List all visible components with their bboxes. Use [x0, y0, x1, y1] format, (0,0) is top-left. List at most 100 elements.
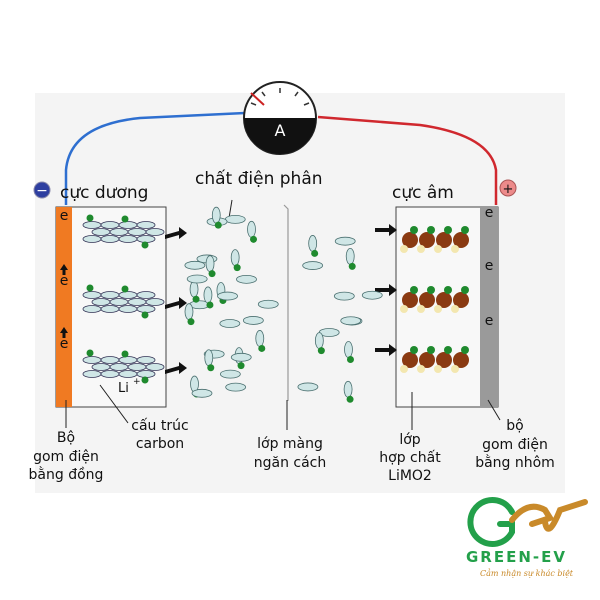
carbon-hexagon [118, 305, 138, 313]
carbon-hexagon [82, 356, 102, 364]
solvent-molecule [308, 235, 318, 252]
carbon-hexagon [82, 291, 102, 299]
lithium-ion [348, 262, 356, 270]
carbon-hexagon [136, 235, 156, 243]
solvent-molecule [184, 303, 194, 321]
solvent-molecule [361, 290, 383, 300]
solvent-molecule [236, 274, 257, 284]
carbon-hexagon [118, 235, 138, 243]
carbon-hexagon [136, 221, 156, 229]
positive-wire [317, 115, 498, 205]
positive-terminal-icon [499, 179, 517, 197]
electron-symbol: e [60, 273, 69, 289]
arrow-up-icon [60, 327, 68, 338]
lithium-ion [250, 235, 258, 243]
carbon-hexagon [100, 291, 120, 299]
metal-oxide-atom [402, 352, 418, 368]
solvent-molecule [189, 280, 199, 298]
carbon-hexagon [100, 356, 120, 364]
lithium-atom [86, 284, 94, 292]
arrow-icon [165, 227, 187, 239]
solvent-molecule [186, 274, 208, 284]
lithium-ion-label: Li [118, 381, 129, 396]
solvent-molecule [257, 299, 279, 309]
carbon-hexagon [100, 221, 120, 229]
oxygen-atom [417, 305, 425, 313]
lithium-ion [237, 362, 245, 370]
oxygen-atom [451, 365, 459, 373]
oxygen-atom [400, 305, 408, 313]
ammeter-label: A [275, 121, 286, 140]
negative-sign: − [36, 183, 48, 199]
lithium-atom [86, 349, 94, 357]
metal-oxide-atom [402, 292, 418, 308]
lithium-ion [258, 344, 266, 352]
carbon-hexagon [127, 363, 147, 371]
electron-symbol: e [60, 336, 69, 352]
solvent-molecule [302, 261, 324, 270]
lithium-ion [317, 347, 325, 355]
solvent-molecule [333, 291, 355, 301]
metal-oxide-atom [453, 292, 469, 308]
lithium-atom [427, 286, 435, 294]
metal-oxide-atom [453, 232, 469, 248]
oxygen-atom [434, 365, 442, 373]
lithium-ion [214, 221, 222, 229]
lithium-ion [311, 249, 319, 257]
solvent-molecule [297, 382, 319, 392]
carbon-hexagon [91, 298, 111, 306]
logo-name: GREEN-EV [466, 548, 567, 566]
lithium-atom [86, 214, 94, 222]
carbon-hexagon [127, 298, 147, 306]
solvent-molecule [219, 369, 241, 379]
separator-membrane [283, 204, 289, 401]
metal-oxide-atom [419, 352, 435, 368]
carbon-hexagon [82, 235, 102, 243]
carbon-hexagon [91, 228, 111, 236]
lithium-atom [410, 226, 418, 234]
limo2-label-3: LiMO2 [388, 468, 432, 484]
metal-oxide-atom [436, 292, 452, 308]
solvent-molecule [255, 330, 265, 347]
arrow-icon [375, 224, 397, 236]
carbon-hexagon [82, 221, 102, 229]
carbon-hexagon [127, 228, 147, 236]
carbon-hexagon [118, 221, 138, 229]
solvent-molecule [247, 220, 256, 238]
left-electrode-label: cực dương [60, 183, 148, 203]
lithium-atom [427, 226, 435, 234]
copper-collector [56, 207, 72, 407]
solvent-molecule [184, 260, 206, 270]
lithium-atom [427, 346, 435, 354]
aluminum-collector-label-1: bộ [506, 418, 523, 434]
lithium-atom [410, 286, 418, 294]
carbon-hexagon [91, 363, 111, 371]
carbon-hexagon [100, 235, 120, 243]
lithium-ion [192, 295, 200, 303]
lithium-atom [461, 226, 469, 234]
carbon-hexagon [136, 356, 156, 364]
copper-collector-label-2: gom điện [33, 449, 99, 465]
lithium-atom [461, 346, 469, 354]
lithium-atom [444, 226, 452, 234]
metal-oxide-atom [436, 232, 452, 248]
oxygen-atom [400, 365, 408, 373]
electron-symbol: e [485, 313, 494, 329]
aluminum-collector [480, 207, 498, 407]
limo2-label-2: hợp chất [379, 450, 441, 466]
metal-oxide-atom [402, 232, 418, 248]
solvent-molecule [345, 247, 355, 265]
carbon-hexagon [109, 363, 129, 371]
carbon-hexagon [145, 363, 165, 371]
carbon-hexagon [82, 370, 102, 378]
oxygen-atom [451, 305, 459, 313]
lithium-ion [346, 356, 354, 364]
oxygen-atom [417, 245, 425, 253]
solvent-molecule [211, 206, 221, 224]
electron-symbol: e [485, 258, 494, 274]
lithium-ion-charge: + [133, 377, 141, 387]
solvent-molecule [204, 349, 214, 367]
carbon-hexagon [100, 370, 120, 378]
separator-label-1: lớp màng [257, 436, 323, 452]
